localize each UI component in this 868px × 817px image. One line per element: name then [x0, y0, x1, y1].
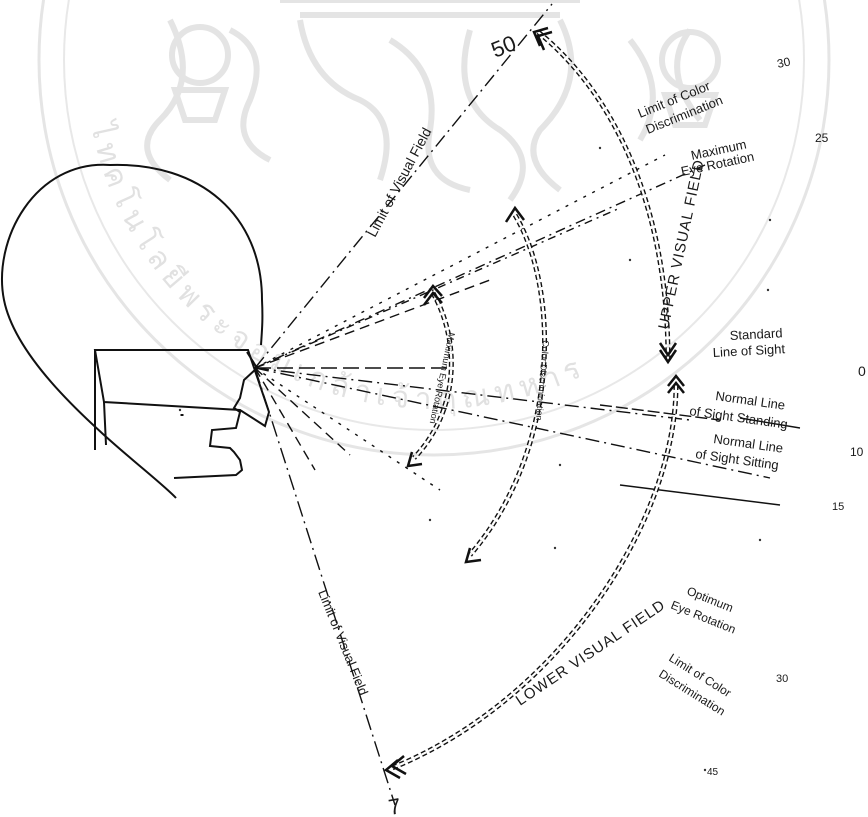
label-lower-visual-field: LOWER VISUAL FIELD	[513, 596, 669, 709]
degree-30-bottom: 30	[776, 673, 788, 685]
degree-0: 0	[858, 363, 866, 379]
face-outline	[174, 352, 257, 478]
degree-70: 7	[387, 793, 403, 817]
degree-45: 45	[707, 767, 719, 778]
line-max-rotation-upper	[255, 165, 705, 368]
degree-15: 15	[832, 501, 844, 513]
degree-25: 25	[815, 131, 829, 145]
degree-50: 50	[488, 30, 520, 62]
line-limit-visual-lower	[255, 368, 395, 805]
degree-10: 10	[850, 445, 864, 459]
watermark-seal: ไทคโนโลยีพระจอมเกล้าเจ้าคุณทหาร	[39, 0, 829, 455]
label-standard-los-2: Line of Sight	[712, 341, 785, 360]
watermark-arc-text: ไทคโนโลยีพระจอมเกล้าเจ้าคุณทหาร	[83, 117, 592, 418]
degree-30-top: 30	[776, 54, 792, 71]
label-limit-visual-lower: Limit of Visual Field	[315, 588, 371, 698]
label-limit-visual-upper: Limit of Visual Field	[364, 125, 435, 239]
label-standard-los-1: Standard	[729, 325, 782, 343]
